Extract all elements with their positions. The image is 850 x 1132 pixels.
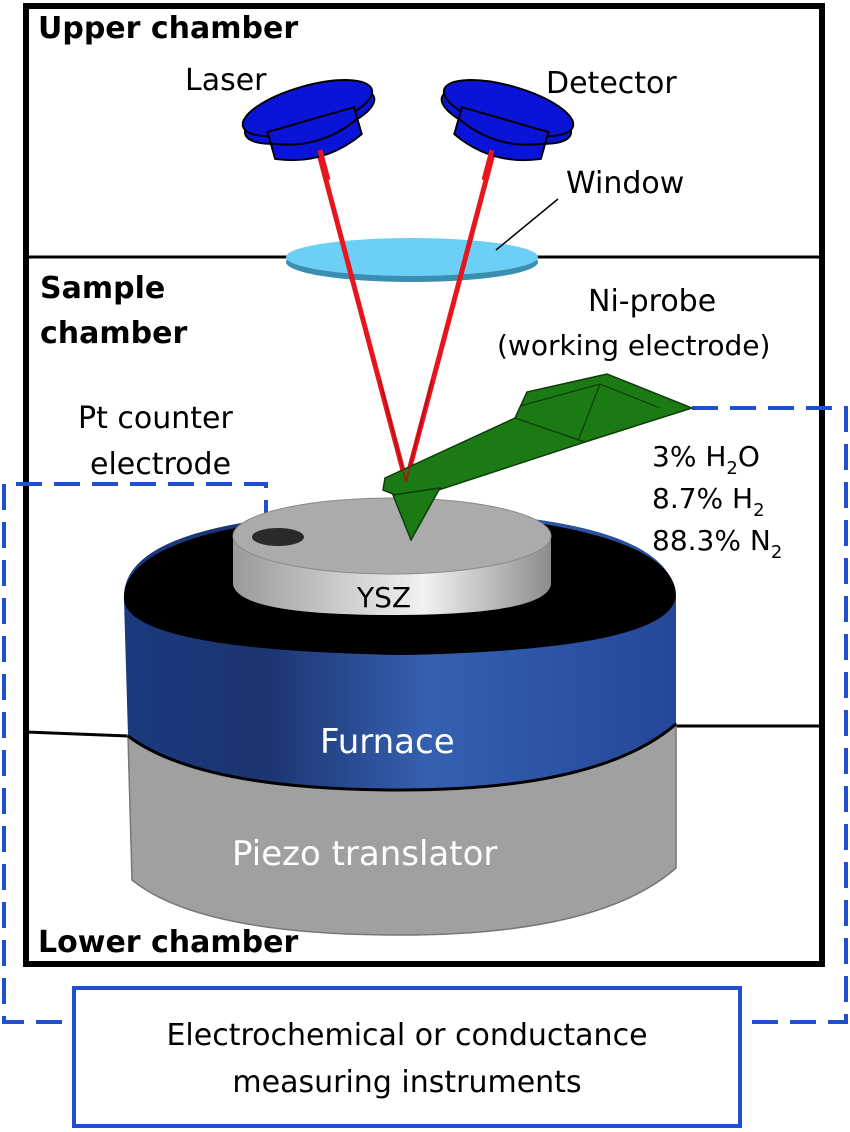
- counter-electrode-wire: [2, 482, 268, 1024]
- detector-head: [440, 79, 575, 162]
- instrument-label-line1: Electrochemical or conductance: [166, 1018, 647, 1053]
- ysz-label: YSZ: [356, 581, 411, 614]
- lower-divider-left: [25, 730, 129, 738]
- gas-mixture: 3% H2O 8.7% H2 88.3% N2: [652, 440, 782, 563]
- upper-chamber-label: Upper chamber: [38, 11, 298, 46]
- pt-counter-electrode-dot: [252, 528, 304, 546]
- furnace-label: Furnace: [320, 722, 455, 762]
- sample-chamber-label-line1: Sample: [40, 271, 165, 306]
- piezo-label: Piezo translator: [232, 834, 497, 874]
- detector-label: Detector: [546, 66, 677, 101]
- pt-counter-label-line1: Pt counter: [78, 401, 233, 436]
- instrument-label-line2: measuring instruments: [232, 1065, 581, 1100]
- laser-label: Laser: [185, 63, 267, 98]
- sample-chamber-label-line2: chamber: [40, 316, 187, 351]
- gas-row-h2: 8.7% H2: [652, 482, 765, 521]
- window-leader-line: [495, 198, 559, 251]
- beam-exit-laser: [317, 149, 331, 181]
- ysz-sample: [232, 497, 552, 615]
- pt-counter-label-line2: electrode: [90, 447, 231, 482]
- gas-row-n2: 88.3% N2: [652, 524, 782, 563]
- beam-entry-detector: [481, 149, 495, 181]
- working-electrode-wire: [692, 406, 848, 1024]
- window-label: Window: [566, 166, 684, 201]
- gas-row-h2o: 3% H2O: [652, 440, 760, 479]
- ni-probe-label-line2: (working electrode): [497, 329, 770, 362]
- ni-probe-label-line1: Ni-probe: [588, 284, 716, 319]
- lower-chamber-label: Lower chamber: [38, 925, 298, 960]
- incident-beam-tip: [379, 379, 407, 483]
- window: [286, 238, 538, 282]
- reflected-beam-tip: [405, 379, 433, 483]
- ni-probe: [382, 373, 695, 542]
- laser-head: [241, 79, 376, 162]
- instrument-box: [72, 986, 742, 1128]
